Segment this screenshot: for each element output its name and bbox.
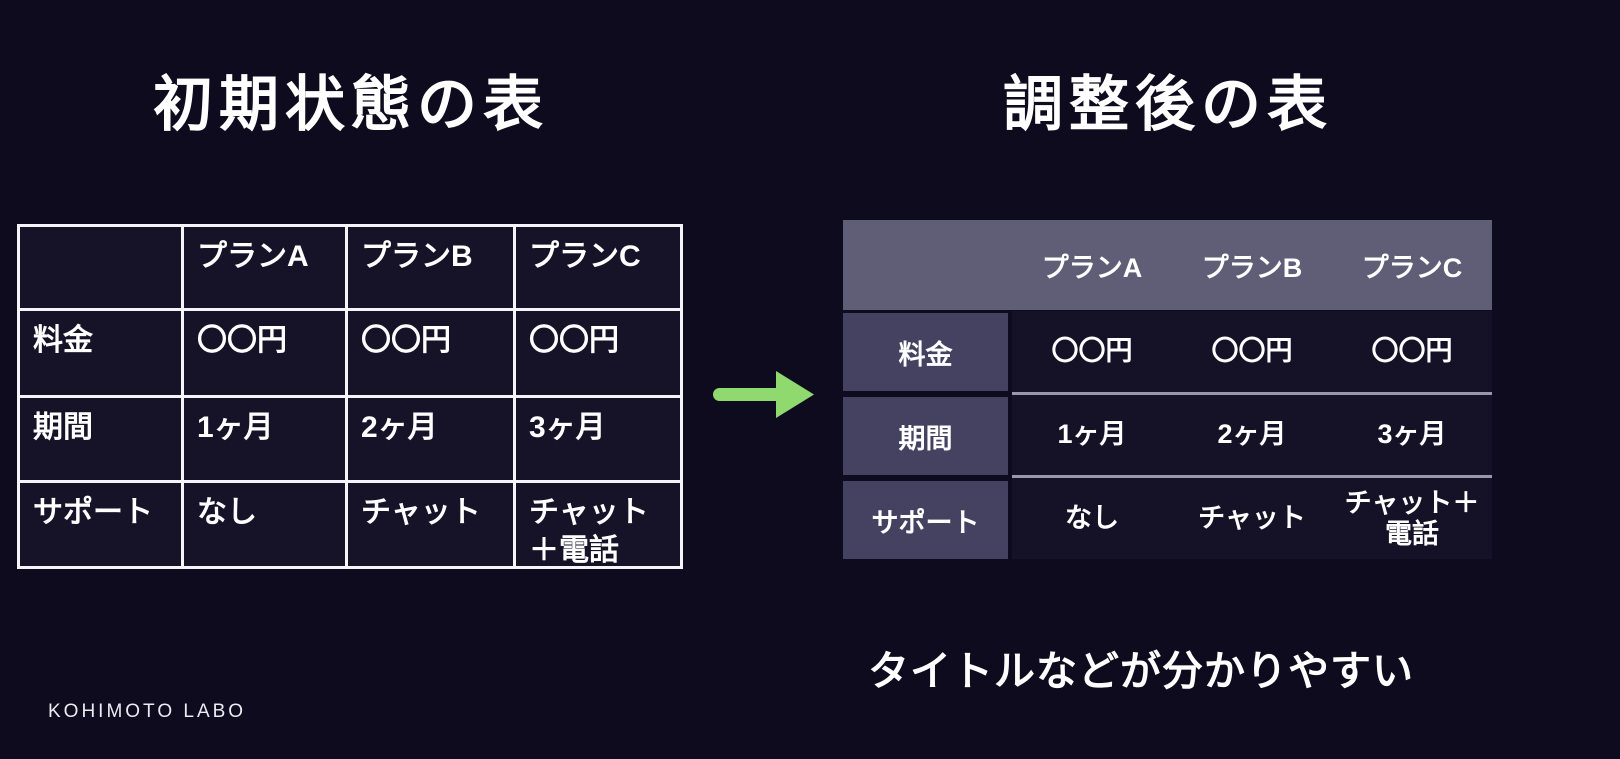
adjusted-table-caption: タイトルなどが分かりやすい <box>868 648 1414 694</box>
initial-table-cell: 1ヶ月 <box>184 398 348 483</box>
initial-table-cell: 〇〇円 <box>184 311 348 398</box>
left-panel-title: 初期状態の表 <box>153 71 549 138</box>
initial-table-cell: 2ヶ月 <box>348 398 516 483</box>
initial-table-cell: 〇〇円 <box>348 311 516 398</box>
initial-table: プランA プランB プランC 料金 〇〇円 〇〇円 〇〇円 期間 1ヶ月 2ヶ月… <box>17 224 683 569</box>
adjusted-table-cell: なし <box>1065 503 1119 534</box>
right-arrow-icon <box>713 371 814 418</box>
watermark-label: KOHIMOTO LABO <box>48 701 247 722</box>
adjusted-table-cell: 〇〇円 <box>1371 335 1453 366</box>
initial-table-col-header: プランA <box>184 227 348 311</box>
adjusted-table-row-header: 料金 <box>843 313 1008 391</box>
adjusted-table-col-header: プランC <box>1361 252 1463 283</box>
adjusted-table-row-header: 期間 <box>843 397 1008 475</box>
adjusted-table-cell: チャット <box>1198 503 1306 534</box>
initial-table-row-header: 期間 <box>20 398 184 483</box>
adjusted-table-cell: 1ヶ月 <box>1057 419 1127 450</box>
adjusted-table-cell: 2ヶ月 <box>1217 419 1287 450</box>
initial-table-row-header: 料金 <box>20 311 184 398</box>
adjusted-table-cell: 3ヶ月 <box>1377 419 1447 450</box>
adjusted-table-col-header: プランA <box>1041 252 1143 283</box>
adjusted-table-cell: チャット＋電話 <box>1344 487 1480 549</box>
initial-table-col-header: プランC <box>516 227 680 311</box>
adjusted-table-header-band: プランA プランB プランC <box>843 220 1492 310</box>
adjusted-table-body: 〇〇円 〇〇円 〇〇円 1ヶ月 2ヶ月 3ヶ月 なし チャット チャット＋電話 <box>1012 311 1492 559</box>
adjusted-table-col-header: プランB <box>1201 252 1303 283</box>
adjusted-table-row-header: サポート <box>843 481 1008 559</box>
initial-table-cell: チャット <box>348 483 516 566</box>
adjusted-table-cell: 〇〇円 <box>1211 335 1293 366</box>
arrow-head <box>776 371 814 418</box>
initial-table-corner-cell <box>20 227 184 311</box>
adjusted-table-cell: 〇〇円 <box>1051 335 1133 366</box>
initial-table-cell: 3ヶ月 <box>516 398 680 483</box>
initial-table-col-header: プランB <box>348 227 516 311</box>
right-panel-title: 調整後の表 <box>1003 71 1333 138</box>
initial-table-cell: チャット＋電話 <box>516 483 680 567</box>
adjusted-table-row: 1ヶ月 2ヶ月 3ヶ月 <box>1012 395 1492 479</box>
adjusted-table-row: 〇〇円 〇〇円 〇〇円 <box>1012 311 1492 395</box>
initial-table-cell: 〇〇円 <box>516 311 680 398</box>
adjusted-table-row: なし チャット チャット＋電話 <box>1012 478 1492 559</box>
initial-table-row-header: サポート <box>20 483 184 566</box>
arrow-shaft <box>713 388 783 401</box>
initial-table-cell: なし <box>184 483 348 566</box>
